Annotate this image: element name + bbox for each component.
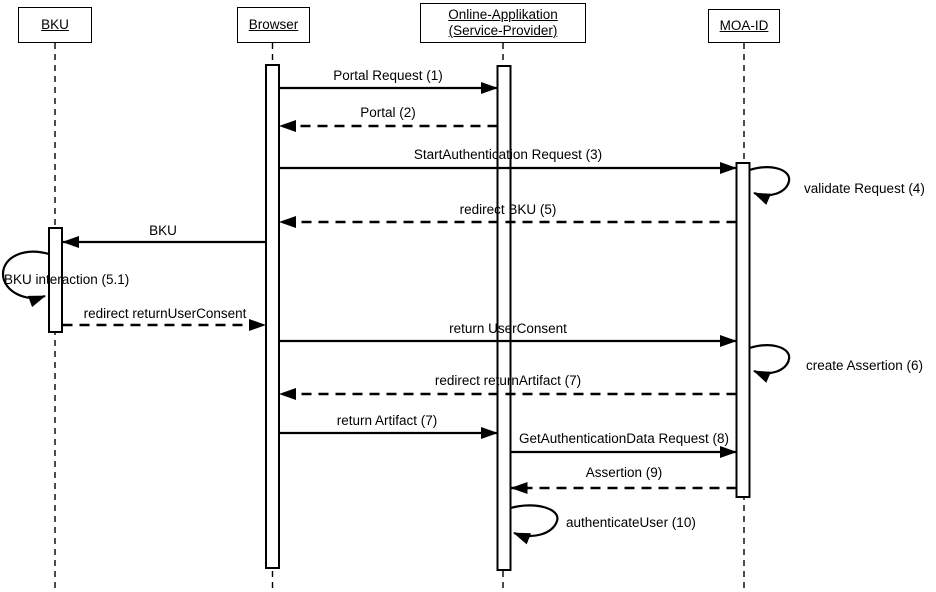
- activation-bar-moa-id: [735, 162, 751, 498]
- activation-bar-bku: [48, 227, 63, 333]
- actor-label-bku: BKU: [41, 16, 69, 32]
- message-label-bku: BKU: [149, 223, 177, 238]
- self-loop-create-assertion: [749, 344, 791, 383]
- actor-box-moa-id: MOA-ID: [708, 9, 780, 43]
- message-label-portal-request: Portal Request (1): [333, 68, 443, 83]
- message-label-redirect-return-artifact: redirect returnArtifact (7): [434, 373, 582, 388]
- actor-box-bku: BKU: [18, 7, 92, 43]
- message-label-authenticate-user: authenticateUser (10): [566, 515, 696, 530]
- actor-label-browser: Browser: [248, 16, 299, 32]
- message-label-redirect-return-user-consent: redirect returnUserConsent: [83, 306, 247, 321]
- activation-bar-browser: [265, 64, 280, 569]
- message-label-return-artifact: return Artifact (7): [336, 413, 438, 428]
- message-label-bku-interaction: BKU interaction (5.1): [4, 272, 130, 287]
- self-loop-authenticate-user: [510, 504, 559, 545]
- message-label-validate-request: validate Request (4): [804, 181, 925, 196]
- activation-bar-online-app: [496, 65, 512, 571]
- message-label-redirect-bku: redirect BKU (5): [459, 202, 557, 217]
- message-label-portal: Portal (2): [360, 105, 416, 120]
- actor-box-online-app: Online-Applikation (Service-Provider): [420, 3, 586, 43]
- self-loop-validate-request: [749, 166, 791, 205]
- message-label-get-authentication-data-request: GetAuthenticationData Request (8): [518, 431, 730, 446]
- actor-box-browser: Browser: [237, 7, 310, 43]
- self-loop-bku-interaction: [1, 250, 50, 308]
- actor-label-online-app: Online-Applikation (Service-Provider): [448, 6, 558, 38]
- message-label-return-user-consent: return UserConsent: [449, 321, 567, 336]
- message-label-assertion: Assertion (9): [585, 465, 663, 480]
- actor-label-moa-id: MOA-ID: [719, 17, 769, 33]
- message-label-start-authentication-request: StartAuthentication Request (3): [413, 147, 603, 162]
- message-label-create-assertion: create Assertion (6): [806, 358, 924, 373]
